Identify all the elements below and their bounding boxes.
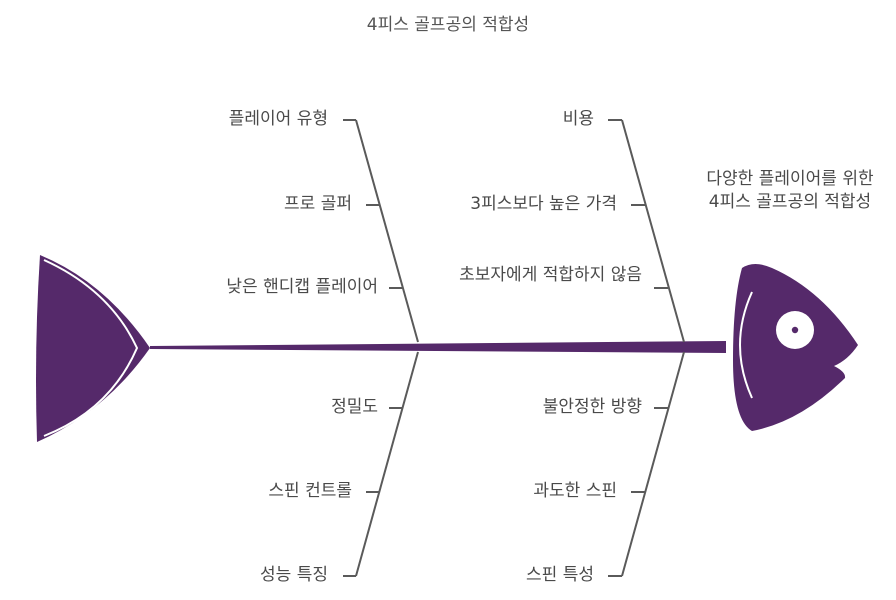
fish-tail xyxy=(36,255,150,442)
cause-precision: 정밀도 xyxy=(331,397,378,417)
problem-statement: 다양한 플레이어를 위한 4피스 골프공의 적합성 xyxy=(706,169,874,212)
cause-unstable-direction: 불안정한 방향 xyxy=(542,397,642,417)
fish-spine xyxy=(150,341,726,353)
fish-tail-highlight xyxy=(43,259,139,437)
cause-spin-control: 스핀 컨트롤 xyxy=(268,481,352,501)
fish-pupil xyxy=(791,326,799,334)
bone-upper-right xyxy=(621,119,685,343)
diagram-title: 4피스 골프공의 적합성 xyxy=(366,15,530,35)
bone-upper-left xyxy=(355,119,419,343)
bone-lower-right xyxy=(621,351,685,577)
cause-low-handicap: 낮은 핸디캡 플레이어 xyxy=(226,277,378,297)
cause-performance: 성능 특징 xyxy=(260,565,328,585)
cause-not-for-beginners: 초보자에게 적합하지 않음 xyxy=(459,265,642,285)
fish-gill xyxy=(739,291,753,399)
bone-lower-left xyxy=(355,351,419,577)
cause-spin-characteristics: 스핀 특성 xyxy=(526,565,594,585)
cause-cost: 비용 xyxy=(562,109,594,129)
cause-excess-spin: 과도한 스핀 xyxy=(533,481,617,501)
cause-player-type: 플레이어 유형 xyxy=(228,109,328,129)
cause-pro-golfer: 프로 골퍼 xyxy=(284,194,352,214)
cause-higher-price: 3피스보다 높은 가격 xyxy=(470,194,617,214)
